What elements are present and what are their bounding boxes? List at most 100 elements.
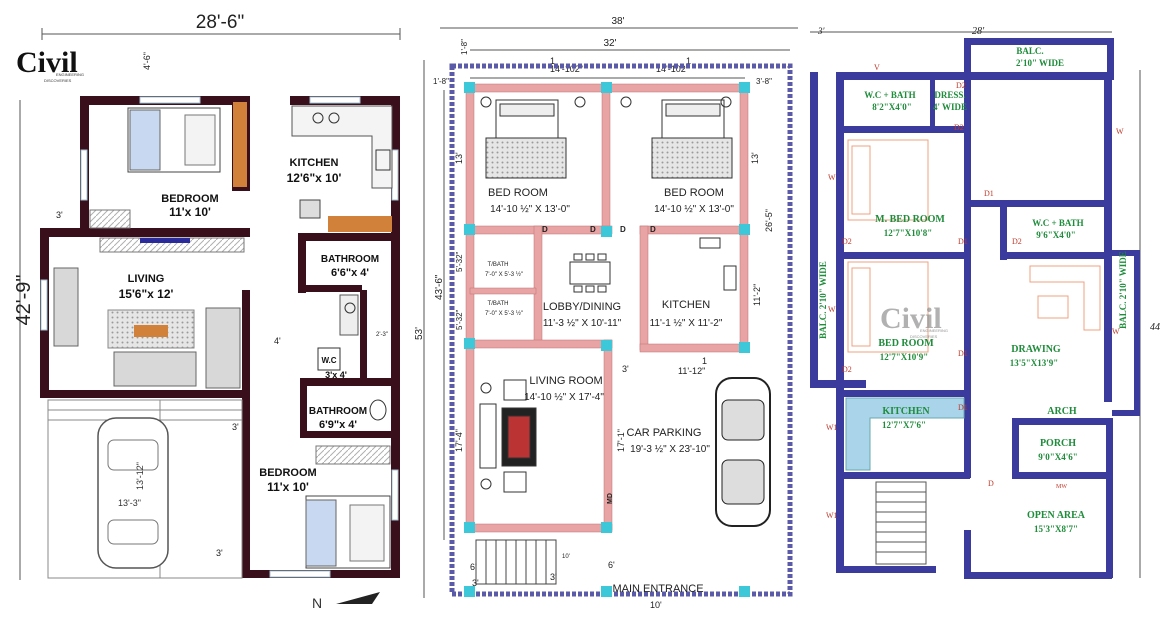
bed-icon-2	[620, 96, 733, 179]
columns	[464, 82, 750, 597]
dim-6-a: 6'	[470, 562, 477, 572]
bed-icon	[847, 139, 929, 221]
sofa-icon	[479, 379, 537, 493]
sofa-icon	[53, 267, 241, 389]
plan-1: Civil ENGINEERING DISCOVERIES 28'-6" 4'-…	[13, 12, 401, 611]
dim-5-32-b: 5'-32"	[455, 309, 464, 330]
room-bed-1: BED ROOM	[488, 187, 548, 199]
room-lobby: LOBBY/DINING	[543, 301, 621, 313]
room-bathroom-1: BATHROOM	[321, 254, 379, 265]
dim-3ft-b: 3'	[232, 422, 239, 432]
dim-top: 28'-6"	[196, 12, 244, 33]
dim-26: 26'-5"	[764, 209, 774, 232]
logo-sub2: DISCOVERIES	[910, 334, 938, 339]
door-tag: D	[620, 225, 626, 234]
bed-icon	[480, 96, 586, 179]
room-drawing-size: 13'5"X13'9"	[1010, 358, 1059, 368]
room-kitchen-size: 11'-1 ½" X 11'-2"	[650, 318, 723, 329]
door-tag: D1	[958, 237, 968, 246]
dim-4ft: 4'	[274, 336, 281, 346]
dim-left: 42'-9"	[13, 275, 35, 326]
door-tag: D1	[958, 403, 968, 412]
room-living-size: 15'6"x 12'	[119, 287, 174, 301]
window-tag: W	[828, 173, 836, 182]
dim-6-b: 6'	[608, 560, 615, 570]
door-tag: D2	[1012, 237, 1022, 246]
room-parking-size: 19'-3 ½" X 23'-10"	[630, 444, 710, 455]
room-tbath-1-size: 7'-0" X 5'-3 ½"	[485, 271, 523, 278]
toilet-icon	[369, 399, 387, 421]
dim-2ft: 2'-3"	[376, 332, 388, 338]
logo-text: Civil	[16, 46, 78, 79]
logo-sub1: ENGINEERING	[920, 328, 948, 333]
room-kitchen: KITCHEN	[882, 406, 930, 417]
dim-3-8: 3'-8"	[756, 77, 772, 86]
room-parking: CAR PARKING	[627, 427, 702, 439]
dim-one-c: 1	[702, 356, 707, 366]
dim-3-right: 3'	[550, 572, 557, 582]
room-bed: BED ROOM	[878, 338, 934, 349]
room-drawing: DRAWING	[1011, 344, 1061, 355]
car-height: 13'-12"	[135, 462, 145, 490]
room-wc: W.C	[321, 356, 336, 365]
plan3-walls	[810, 38, 1140, 579]
door-tag: D2	[954, 123, 964, 132]
bed-icon-2	[847, 261, 929, 353]
room-bed-1-size: 14'-10 ½" X 13'-0"	[490, 204, 570, 215]
dim-17-4: 17'-4"	[454, 429, 464, 452]
kitchen-slab	[328, 216, 392, 232]
window-tag: W	[828, 305, 836, 314]
room-wcbath-1: W.C + BATH	[864, 90, 915, 100]
stairs	[475, 539, 557, 585]
main-entrance-label: MAIN ENTRANCE	[612, 583, 703, 595]
room-kitchen: KITCHEN	[662, 299, 710, 311]
dim-3ft-a: 3'	[56, 210, 63, 220]
room-kitchen: KITCHEN	[290, 157, 339, 169]
dim-3-left: 3'	[472, 578, 479, 588]
stairs	[875, 481, 927, 565]
room-balc-right: BALC. 2'10" WIDE	[1118, 251, 1128, 329]
room-balc-top: BALC.	[1016, 46, 1043, 56]
tv-unit	[140, 238, 190, 243]
room-kitchen-size: 12'6"x 10'	[287, 171, 342, 185]
room-tbath-2: T/BATH	[488, 301, 509, 307]
dim-3: 3'	[817, 26, 826, 36]
dim-5-32-a: 5'-32"	[455, 251, 464, 272]
dim-one-a: 1	[550, 56, 555, 66]
door-tag: D	[988, 479, 994, 488]
room-bathroom-1-size: 6'6"x 4'	[331, 267, 369, 279]
room-open-area-size: 15'3"X8'7"	[1034, 524, 1078, 534]
dim-3ft-c: 3'	[216, 548, 223, 558]
dim-14-a: 14'-102"	[550, 64, 583, 74]
plan-3: 28' 3' 44	[810, 26, 1160, 579]
room-bed-size: 12'7"X10'9"	[880, 352, 929, 362]
plan-2: 38' 32' 1'-8" 1'-8" 3'-8" 14'-102" 14'-1…	[414, 16, 798, 610]
door-tag: D	[650, 225, 656, 234]
room-tbath-1: T/BATH	[488, 262, 509, 268]
north-arrow: N	[312, 592, 380, 611]
kitchen-counter	[291, 105, 393, 232]
room-tbath-2-size: 7'-0" X 5'-3 ½"	[485, 310, 523, 317]
window-tag: W1	[826, 511, 838, 520]
door-tag: D2	[842, 365, 852, 374]
room-bed-2-size: 14'-10 ½" X 13'-0"	[654, 204, 734, 215]
room-lobby-size: 11'-3 ½" X 10'-11"	[543, 318, 622, 329]
dim-10-small: 10'	[562, 554, 570, 560]
dim-38: 38'	[611, 16, 624, 27]
dining-table-icon	[569, 253, 611, 293]
room-bedroom-2-size: 11'x 10'	[267, 480, 309, 494]
dim-small-top: 4'-6"	[142, 52, 152, 70]
car-width: 13'-3"	[118, 498, 141, 508]
window-tag: V	[874, 63, 880, 72]
room-bed-2: BED ROOM	[664, 187, 724, 199]
dim-53: 53'	[414, 327, 425, 340]
room-bathroom-2: BATHROOM	[309, 406, 367, 417]
sofa-icon	[1029, 265, 1101, 331]
room-bedroom-1-size: 11'x 10'	[169, 205, 211, 219]
wardrobe	[233, 102, 247, 187]
window-tag: W1	[826, 423, 838, 432]
dim-44: 44	[1150, 322, 1160, 333]
logo-sub1: ENGINEERING	[56, 72, 84, 77]
room-balc-left: BALC. 2'10" WIDE	[818, 261, 828, 339]
room-open-area: OPEN AREA	[1027, 510, 1086, 521]
